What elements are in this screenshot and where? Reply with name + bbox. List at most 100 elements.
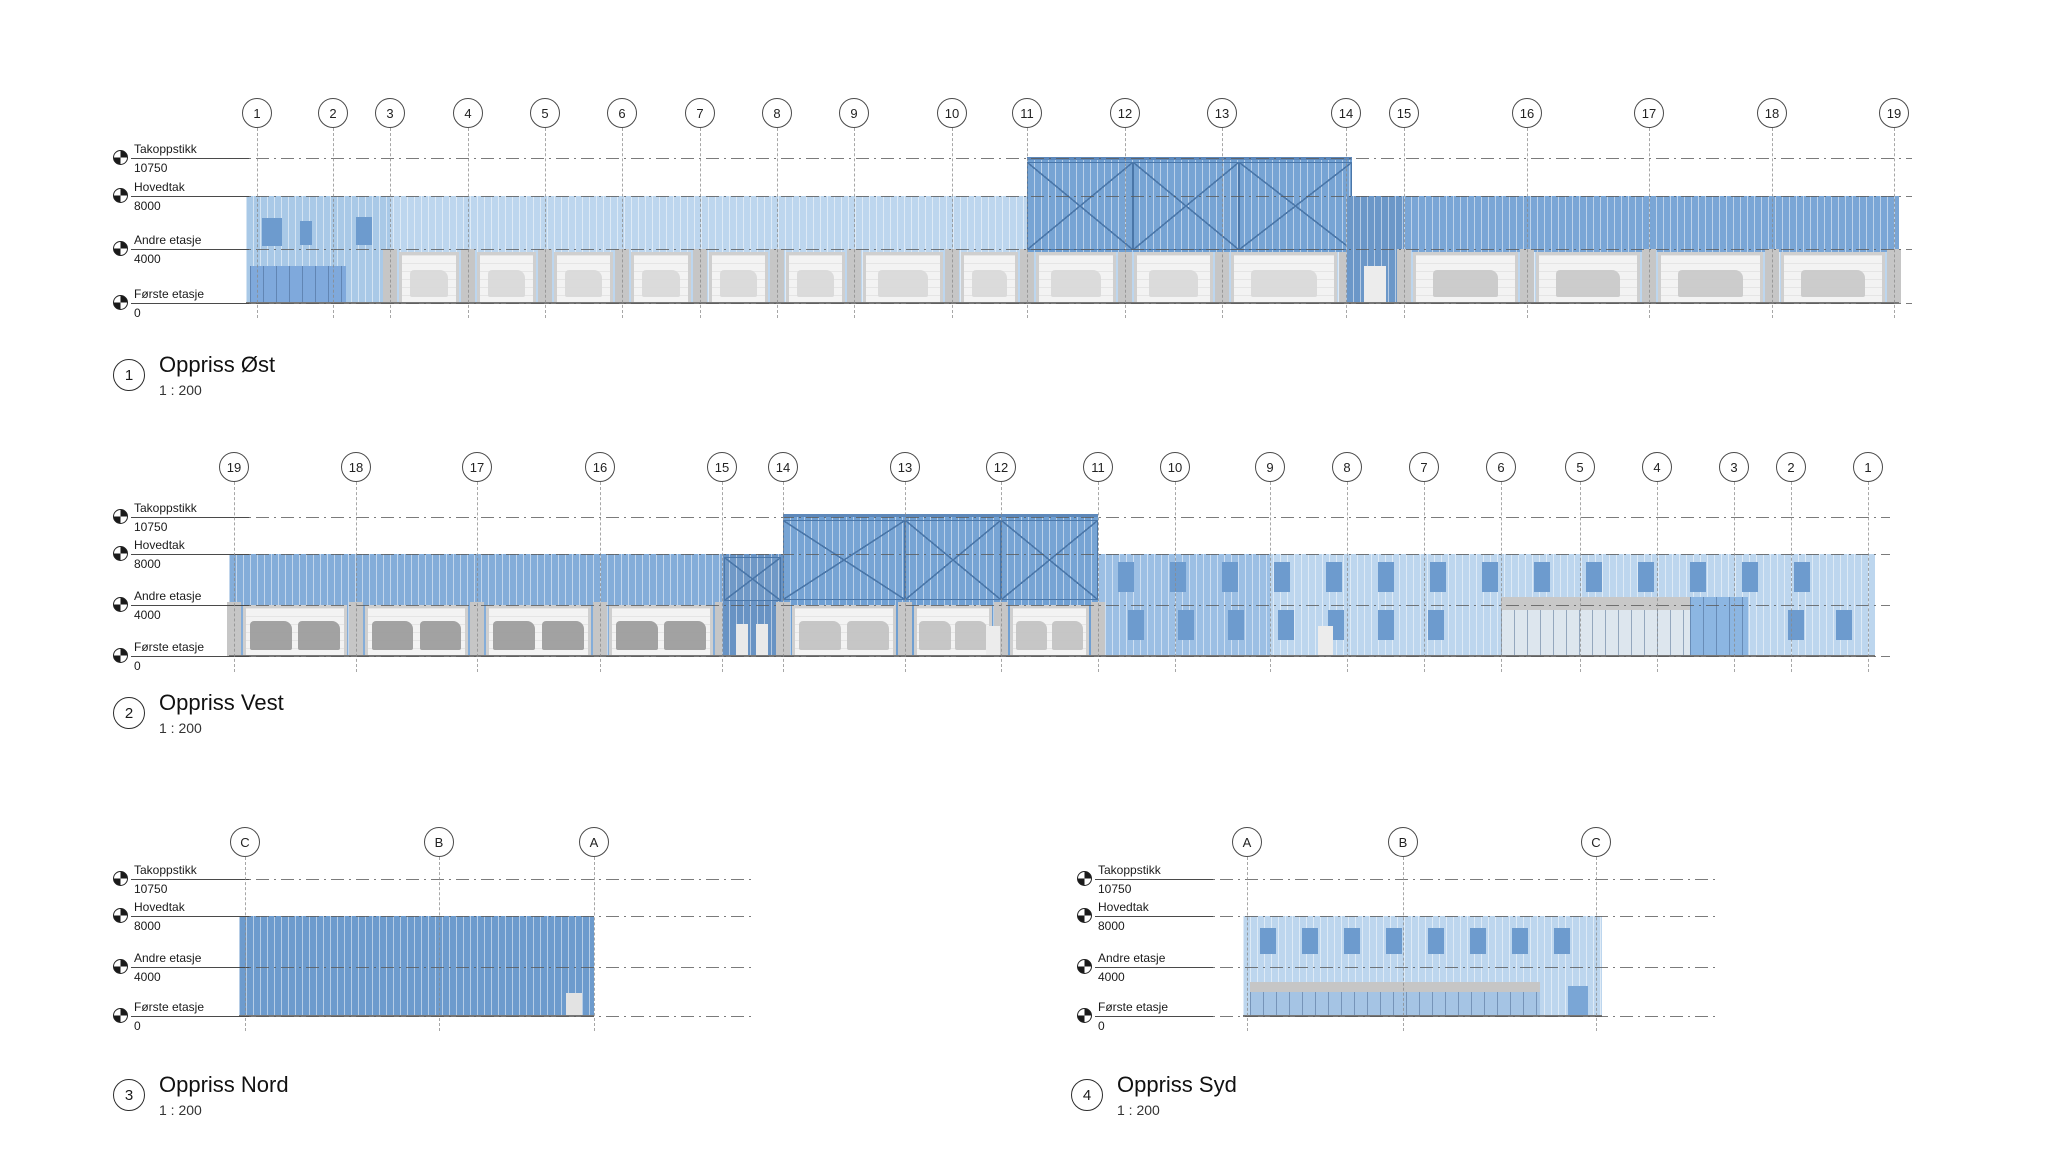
- grid-bubble: 7: [685, 98, 715, 128]
- view-number: 4: [1082, 1086, 1092, 1104]
- vehicle-silhouette: [250, 621, 292, 650]
- grid-line: [257, 128, 258, 318]
- level-line-solid: [131, 879, 249, 880]
- vehicle-silhouette: [642, 270, 680, 297]
- grid-bubble: 2: [318, 98, 348, 128]
- grid-line: [356, 482, 357, 672]
- window: [1534, 562, 1550, 592]
- level-line: [1095, 879, 1716, 880]
- vehicle-silhouette: [419, 621, 461, 650]
- grid-bubble: 18: [1757, 98, 1787, 128]
- vehicle-silhouette: [664, 621, 706, 650]
- level-line: [131, 196, 1912, 197]
- canopy: [1250, 982, 1540, 992]
- level-name: Hovedtak: [134, 900, 185, 914]
- view-scale: 1 : 200: [1117, 1102, 1160, 1118]
- grid-line: [1734, 482, 1735, 672]
- level-name: Takoppstikk: [134, 863, 197, 877]
- x-brace-panel: [1027, 162, 1133, 250]
- grid-line: [1657, 482, 1658, 672]
- level-datum-icon: [113, 188, 128, 203]
- view-number-badge: 2: [113, 697, 145, 729]
- window: [262, 218, 282, 246]
- grid-bubble: 9: [1255, 452, 1285, 482]
- vehicle-silhouette: [1251, 270, 1317, 297]
- window: [1638, 562, 1654, 592]
- window: [1386, 928, 1402, 954]
- grid-bubble: 11: [1012, 98, 1042, 128]
- level-elevation: 8000: [1098, 919, 1125, 933]
- level-line-solid: [131, 554, 249, 555]
- level-line-solid: [131, 517, 249, 518]
- grid-bubble: 18: [341, 452, 371, 482]
- door: [756, 624, 768, 656]
- level-name: Hovedtak: [134, 538, 185, 552]
- level-datum-icon: [113, 871, 128, 886]
- grid-line: [1424, 482, 1425, 672]
- level-elevation: 4000: [1098, 970, 1125, 984]
- level-datum-icon: [113, 597, 128, 612]
- grid-bubble: 17: [1634, 98, 1664, 128]
- level-elevation: 0: [1098, 1019, 1105, 1033]
- grid-line: [234, 482, 235, 672]
- view-number-badge: 3: [113, 1079, 145, 1111]
- grid-bubble: 16: [1512, 98, 1542, 128]
- vehicle-silhouette: [1432, 270, 1499, 297]
- grid-line: [600, 482, 601, 672]
- door: [566, 993, 582, 1016]
- grid-bubble: A: [1232, 827, 1262, 857]
- view-title: Oppriss Nord: [159, 1072, 289, 1097]
- level-line-solid: [131, 656, 249, 657]
- grid-bubble: 9: [839, 98, 869, 128]
- window: [1742, 562, 1758, 592]
- level-elevation: 8000: [134, 557, 161, 571]
- level-line-solid: [1095, 1016, 1213, 1017]
- level-datum-icon: [113, 241, 128, 256]
- grid-bubble: 8: [1332, 452, 1362, 482]
- level-datum-icon: [113, 648, 128, 663]
- vehicle-silhouette: [616, 621, 658, 650]
- grid-line: [1527, 128, 1528, 318]
- level-line: [131, 249, 1912, 250]
- grid-bubble: 13: [890, 452, 920, 482]
- level-line-solid: [131, 196, 249, 197]
- grid-bubble: 19: [219, 452, 249, 482]
- grid-bubble: 13: [1207, 98, 1237, 128]
- level-elevation: 4000: [134, 970, 161, 984]
- grid-bubble: 16: [585, 452, 615, 482]
- grid-line: [777, 128, 778, 318]
- grid-line: [1403, 857, 1404, 1031]
- window: [1482, 562, 1498, 592]
- grid-line: [1098, 482, 1099, 672]
- grid-bubble: C: [230, 827, 260, 857]
- level-line-solid: [1095, 879, 1213, 880]
- vehicle-silhouette: [847, 621, 889, 650]
- level-line: [131, 656, 1890, 657]
- vehicle-silhouette: [1015, 621, 1048, 650]
- level-name: Hovedtak: [1098, 900, 1149, 914]
- grid-bubble: 6: [607, 98, 637, 128]
- vehicle-silhouette: [565, 270, 602, 297]
- level-elevation: 4000: [134, 252, 161, 266]
- grid-line: [468, 128, 469, 318]
- level-name: Første etasje: [134, 640, 205, 654]
- window: [1274, 562, 1290, 592]
- vehicle-silhouette: [1051, 270, 1101, 297]
- vehicle-silhouette: [1149, 270, 1198, 297]
- grid-line: [390, 128, 391, 318]
- level-line: [1095, 1016, 1716, 1017]
- window: [1690, 562, 1706, 592]
- grid-bubble: 1: [1853, 452, 1883, 482]
- x-brace-panel: [1133, 162, 1239, 250]
- window: [1344, 928, 1360, 954]
- level-name: Første etasje: [134, 287, 205, 301]
- grid-line: [1175, 482, 1176, 672]
- grid-bubble: 8: [762, 98, 792, 128]
- grid-line: [333, 128, 334, 318]
- grid-line: [1346, 128, 1347, 318]
- grid-bubble: 15: [1389, 98, 1419, 128]
- view-title: Oppriss Syd: [1117, 1072, 1237, 1097]
- grid-line: [1247, 857, 1248, 1031]
- level-name: Andre etasje: [134, 233, 202, 247]
- level-line-solid: [131, 916, 249, 917]
